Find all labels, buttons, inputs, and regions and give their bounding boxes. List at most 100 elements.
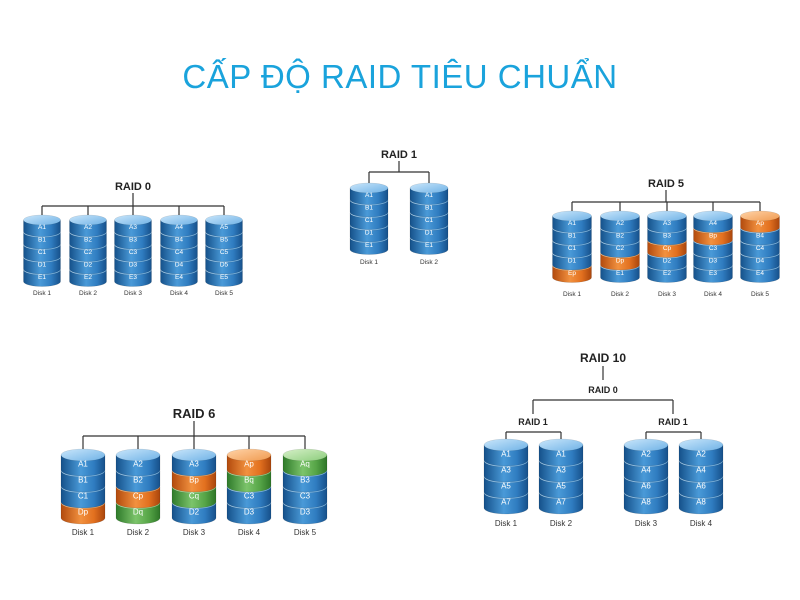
disk-label: Disk 1	[495, 519, 518, 528]
disk-segment-blue: A2	[115, 448, 161, 477]
raid-title: RAID 0	[115, 181, 151, 193]
disk-label: Disk 4	[690, 519, 713, 528]
disk-label: Disk 2	[550, 519, 573, 528]
segment-label: A8	[641, 498, 651, 507]
segment-label: D5	[220, 262, 229, 269]
segment-label: B2	[133, 476, 143, 485]
disk-label: Disk 5	[294, 528, 317, 537]
disk-label: Disk 3	[183, 528, 206, 537]
segment-label: E2	[84, 274, 92, 281]
segment-label: D1	[425, 230, 434, 237]
segment-label: Dp	[78, 508, 89, 517]
segment-label: C1	[78, 492, 89, 501]
segment-label: A2	[616, 220, 624, 227]
segment-label: E3	[709, 270, 717, 277]
segment-label: A1	[568, 220, 576, 227]
segment-label: B2	[84, 237, 92, 244]
disk-label: Disk 5	[215, 290, 233, 297]
segment-label: C1	[568, 245, 577, 252]
segment-label: Bq	[244, 476, 254, 485]
segment-label: A4	[709, 220, 717, 227]
disk-stack: E2 D2 Cp B3 A3	[647, 210, 687, 283]
disk-segment-blue: A1	[538, 438, 584, 467]
segment-label: A5	[220, 224, 228, 231]
disk-segment-orange: Ap	[226, 448, 272, 477]
disk-segment-blue: A3	[114, 214, 152, 237]
segment-label: A4	[696, 466, 706, 475]
raid-title: RAID 10	[580, 351, 626, 365]
segment-label: C5	[220, 249, 229, 256]
segment-label: A3	[501, 466, 511, 475]
segment-label: D2	[663, 258, 672, 265]
raid-title: RAID 1	[381, 149, 417, 161]
segment-label: Cp	[663, 245, 672, 252]
disk-label: Disk 2	[611, 291, 629, 298]
segment-label: E4	[175, 274, 183, 281]
segment-label: E1	[425, 242, 433, 249]
segment-label: D3	[300, 508, 311, 517]
segment-label: Dp	[616, 258, 625, 265]
disk-label: Disk 3	[124, 290, 142, 297]
segment-label: A6	[641, 482, 651, 491]
segment-label: E2	[663, 270, 671, 277]
segment-label: B3	[300, 476, 310, 485]
segment-label: B2	[616, 233, 624, 240]
disk-segment-blue: A2	[623, 438, 669, 467]
segment-label: Cq	[189, 492, 199, 501]
segment-label: C3	[129, 249, 138, 256]
disk-label: Disk 4	[704, 291, 722, 298]
segment-label: A7	[501, 498, 511, 507]
segment-label: A2	[641, 450, 651, 459]
segment-label: B3	[663, 233, 671, 240]
disk-label: Disk 4	[170, 290, 188, 297]
disk-segment-blue: A1	[23, 214, 61, 237]
segment-label: C4	[175, 249, 184, 256]
disk-segment-blue: A4	[160, 214, 198, 237]
segment-label: A2	[133, 460, 143, 469]
disk-label: Disk 1	[72, 528, 95, 537]
disk-segment-blue: A4	[693, 210, 733, 233]
disk-label: Disk 2	[127, 528, 150, 537]
segment-label: D1	[568, 258, 577, 265]
segment-label: A1	[556, 450, 566, 459]
segment-label: A8	[696, 498, 706, 507]
mirror-title: RAID 1	[518, 417, 548, 427]
segment-label: A6	[696, 482, 706, 491]
segment-label: A3	[663, 220, 671, 227]
segment-label: A3	[129, 224, 137, 231]
segment-label: D3	[244, 508, 255, 517]
segment-label: A5	[556, 482, 566, 491]
disk-segment-blue: A2	[600, 210, 640, 233]
disk-segment-blue: A5	[205, 214, 243, 237]
disk-segment-orange: Ap	[740, 210, 780, 233]
segment-label: D3	[129, 262, 138, 269]
disk-label: Disk 1	[33, 290, 51, 297]
segment-label: E1	[38, 274, 46, 281]
segment-label: A1	[38, 224, 46, 231]
segment-label: B1	[78, 476, 88, 485]
segment-label: D2	[189, 508, 200, 517]
segment-label: Bp	[709, 233, 717, 240]
segment-label: B4	[756, 233, 764, 240]
segment-label: A3	[189, 460, 199, 469]
disk-label: Disk 3	[658, 291, 676, 298]
segment-label: A7	[556, 498, 566, 507]
segment-label: B1	[568, 233, 576, 240]
segment-label: C3	[300, 492, 311, 501]
